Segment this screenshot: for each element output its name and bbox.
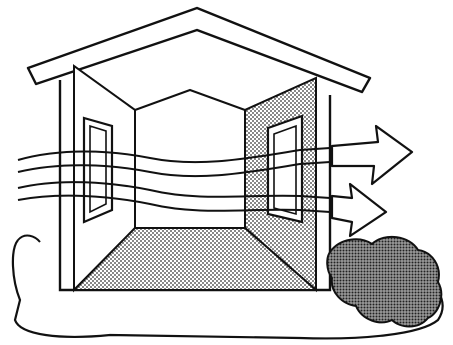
left-window-icon [84,118,112,222]
airflow-arrow-icon-upper [332,126,412,184]
airflow-arrow-icon-lower [332,184,386,236]
bush-icon [327,237,441,327]
